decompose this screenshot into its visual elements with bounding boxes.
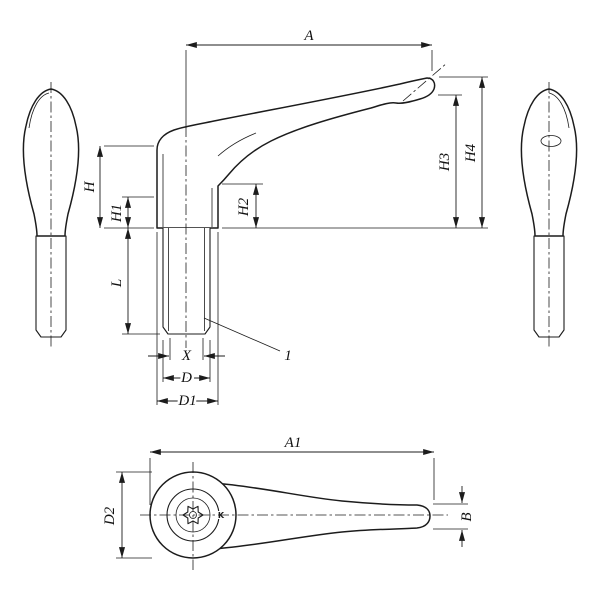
dim-label-d: D [180, 370, 192, 386]
dimension-H: H [80, 145, 154, 229]
grip-recess-right [540, 135, 562, 147]
dimension-B: B [433, 486, 478, 547]
stud-main [162, 227, 211, 335]
dimension-H3: H3 [435, 94, 462, 228]
dimension-H2: H2 [222, 183, 263, 228]
dim-label-x: X [181, 348, 192, 364]
dim-label-a: A [303, 28, 314, 44]
dimension-L: L [107, 228, 160, 335]
grip-inner-contour-right [548, 92, 570, 129]
dimension-D: D [162, 340, 211, 389]
dim-label-l: L [109, 279, 125, 288]
view-top: K A1 D2 B [100, 433, 478, 570]
dimension-H4: H4 [439, 76, 488, 228]
dimension-X: X [148, 338, 225, 367]
view-end-right [520, 82, 578, 348]
dimension-D2: D2 [100, 471, 152, 559]
dim-label-h2: H2 [236, 197, 252, 217]
dim-label-h3: H3 [437, 153, 453, 172]
stud-right [533, 235, 565, 338]
dim-label-d2: D2 [102, 506, 118, 526]
dim-label-h4: H4 [463, 143, 479, 163]
brand-logo-mark: K [218, 511, 225, 520]
centerline-handle-tip [402, 62, 448, 102]
dimension-H1: H1 [107, 196, 154, 228]
leader-label-1: 1 [284, 348, 292, 364]
dimension-A: A [185, 26, 433, 128]
handle-outline-top [213, 482, 431, 550]
dim-label-d1: D1 [177, 393, 196, 409]
dim-label-a1: A1 [284, 435, 302, 451]
dim-label-h: H [82, 180, 98, 193]
view-end-left [22, 82, 80, 348]
dimension-A1: A1 [149, 433, 435, 505]
dim-label-b: B [459, 512, 475, 521]
dim-label-h1: H1 [109, 204, 125, 223]
view-main-side: A H H1 L H2 [80, 26, 488, 412]
leader-item-1: 1 [203, 317, 294, 367]
grip-inner-contour-left [28, 92, 50, 129]
stud-left [35, 235, 67, 338]
dimension-D1: D1 [156, 232, 219, 412]
arm-blend-line [217, 132, 257, 157]
lever-outline [156, 77, 436, 229]
